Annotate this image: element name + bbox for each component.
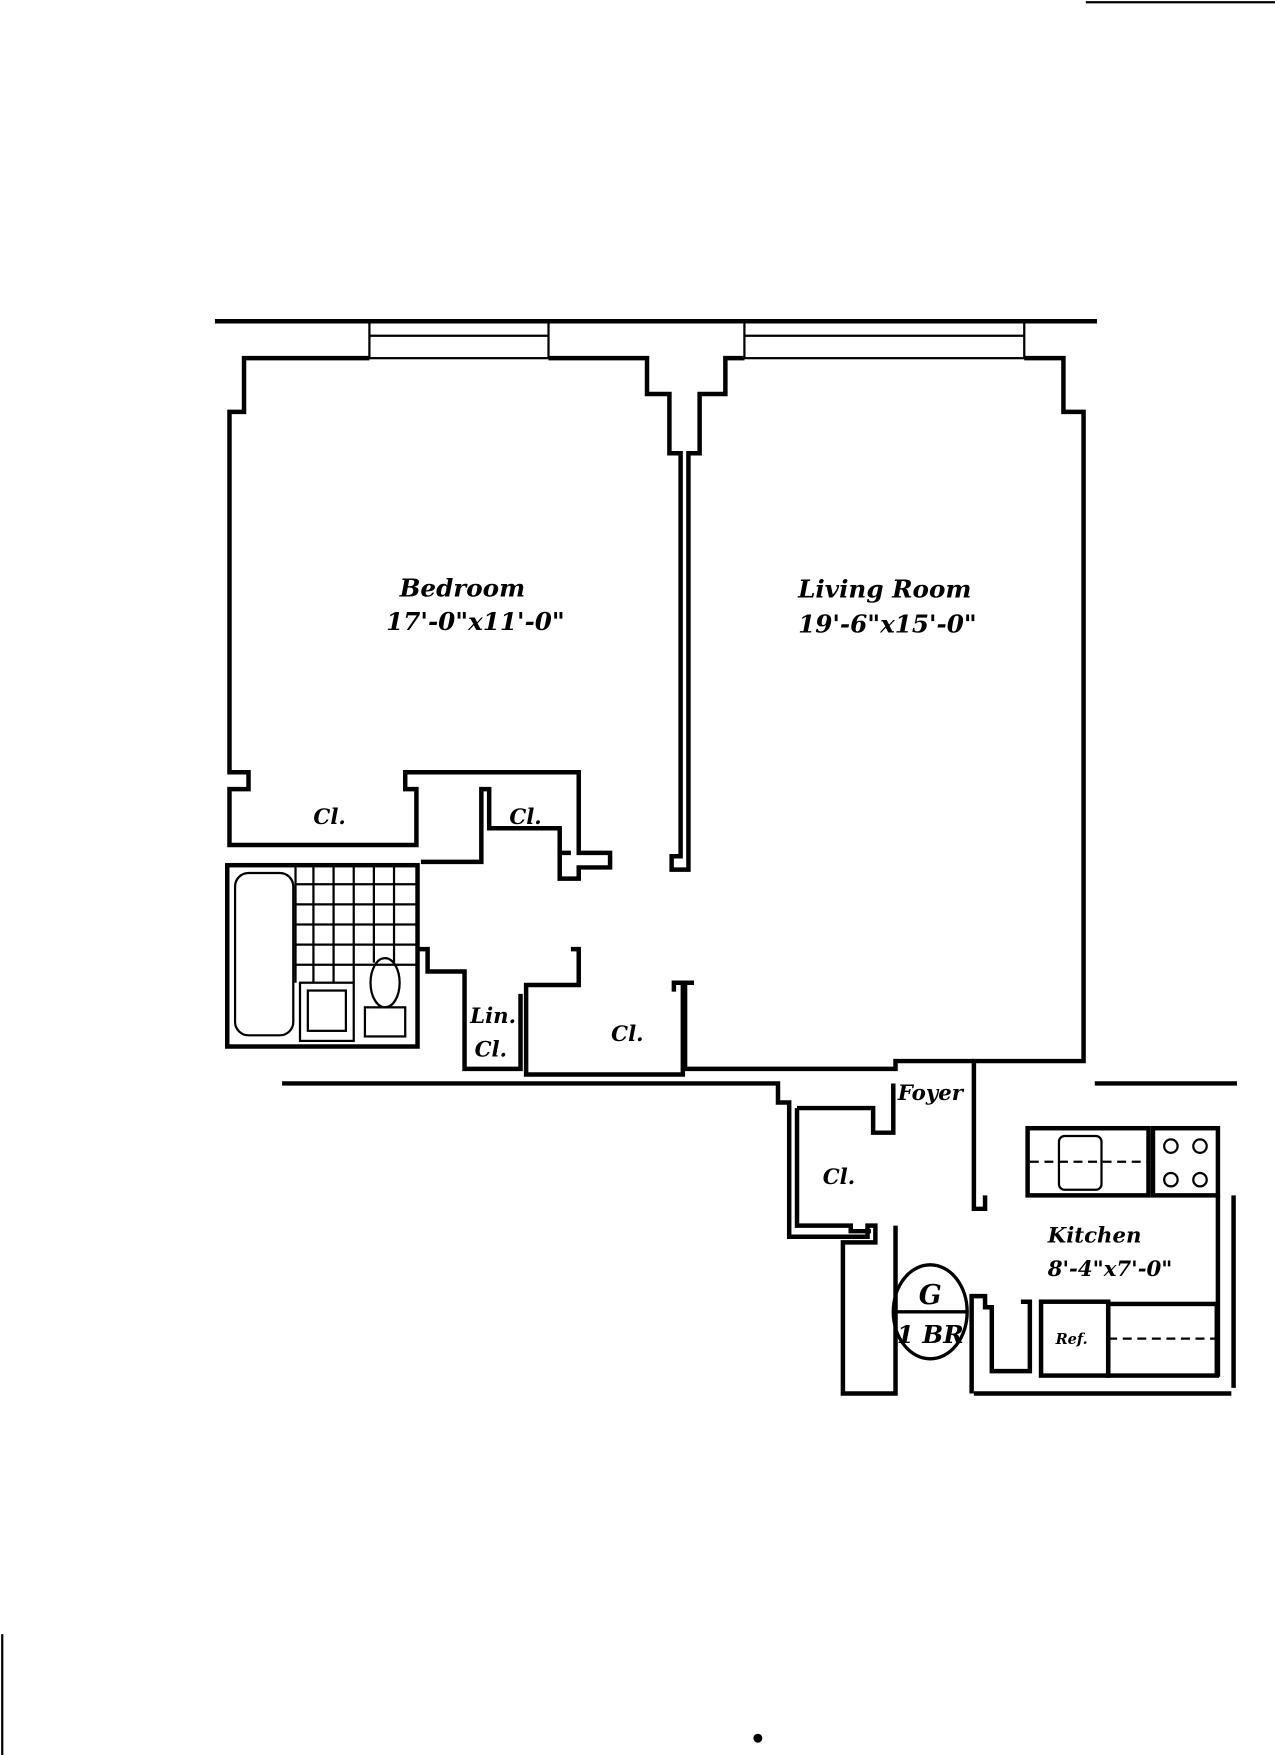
bathtub bbox=[233, 871, 295, 1037]
stove bbox=[1150, 1125, 1221, 1198]
bedroom-label: Bedroom bbox=[399, 574, 526, 603]
bathroom-tile-grid bbox=[294, 867, 417, 983]
window bbox=[743, 320, 1026, 360]
bedroom-size: 17'-0"x11'-0" bbox=[386, 607, 565, 636]
burner bbox=[1163, 1171, 1179, 1188]
kitchen-label: Kitchen bbox=[1047, 1223, 1142, 1248]
sink bbox=[298, 981, 355, 1043]
burner bbox=[1192, 1171, 1208, 1188]
foyer-closet-wall bbox=[797, 1083, 896, 1135]
kitchen bbox=[969, 1125, 1236, 1396]
burner bbox=[1192, 1138, 1208, 1154]
foyer-wall bbox=[682, 980, 974, 1072]
hall-closet-lower-wall bbox=[523, 946, 686, 1077]
bedroom-living-partition bbox=[548, 355, 745, 872]
hall-closet-upper-wall bbox=[420, 786, 562, 865]
bedroom-wall bbox=[227, 355, 613, 881]
unit-type: 1 BR bbox=[897, 1320, 964, 1349]
foyer-closet-wall bbox=[794, 1108, 871, 1234]
linen-closet-label: Lin. bbox=[469, 1004, 516, 1029]
foyer-closet-label: Cl. bbox=[823, 1165, 855, 1190]
linen-closet-label-2: Cl. bbox=[475, 1038, 507, 1063]
burner bbox=[1163, 1138, 1179, 1154]
kitchen-size: 8'-4"x7'-0" bbox=[1047, 1257, 1173, 1282]
living-room-size: 19'-6"x15'-0" bbox=[798, 609, 977, 638]
living-room-wall bbox=[971, 355, 1086, 1212]
hall-closet-lower-label: Cl. bbox=[611, 1022, 643, 1047]
refrigerator-label: Ref. bbox=[1055, 1331, 1088, 1348]
scan-speck bbox=[753, 1733, 763, 1743]
bathroom bbox=[225, 862, 420, 1049]
hall-closet-upper-label: Cl. bbox=[509, 805, 541, 830]
exterior-wall-top bbox=[214, 318, 1098, 360]
bedroom-closet-label: Cl. bbox=[313, 805, 345, 830]
foyer-label: Foyer bbox=[897, 1081, 965, 1106]
corridor-wall bbox=[282, 1081, 898, 1396]
unit-badge: G 1 BR bbox=[891, 1263, 969, 1361]
linen-closet-wall bbox=[417, 946, 523, 1072]
window bbox=[368, 320, 550, 360]
unit-letter: G bbox=[919, 1280, 942, 1311]
living-room-label: Living Room bbox=[797, 575, 971, 604]
